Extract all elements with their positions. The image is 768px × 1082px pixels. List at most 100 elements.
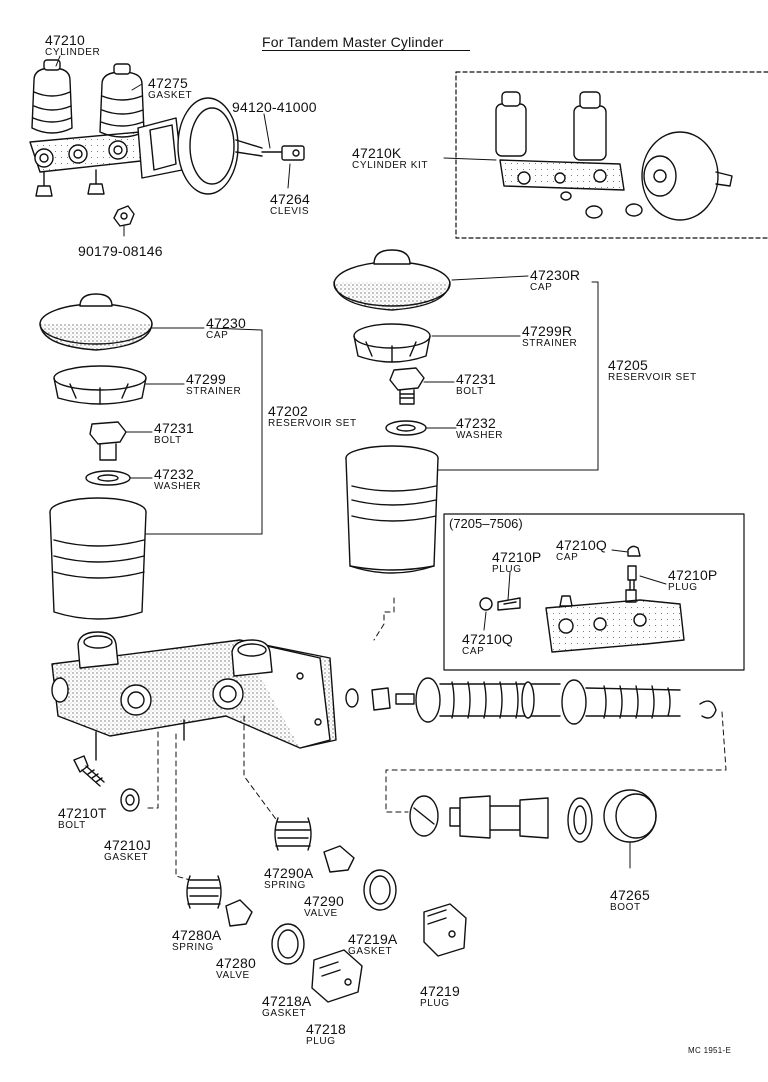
part-name: CAP bbox=[556, 552, 579, 563]
part-number: 47210P bbox=[492, 549, 542, 565]
part-number: 47231 bbox=[154, 420, 194, 436]
leader-lines bbox=[55, 55, 667, 869]
part-number: 47210Q bbox=[556, 537, 608, 553]
reservoir-set-47205-illustration bbox=[333, 249, 451, 574]
cylinder-kit-box bbox=[455, 71, 768, 239]
part-number: 47210 bbox=[45, 32, 85, 48]
part-name: GASKET bbox=[148, 90, 193, 101]
cylinder-body-illustration bbox=[51, 631, 337, 761]
part-name: GASKET bbox=[262, 1008, 307, 1019]
part-number: 47299 bbox=[186, 371, 226, 387]
callout-47205: 47205 RESERVOIR SET bbox=[608, 358, 697, 383]
callout-47232-left: 47232 WASHER bbox=[154, 467, 201, 492]
callout-47231-right: 47231 BOLT bbox=[456, 372, 496, 397]
cylinder-kit-illustration bbox=[495, 91, 733, 221]
part-name: RESERVOIR SET bbox=[608, 372, 697, 383]
part-number: 47210K bbox=[352, 145, 402, 161]
figure-code: MC 1951-E bbox=[688, 1046, 732, 1055]
part-name: SPRING bbox=[264, 880, 306, 891]
part-name: VALVE bbox=[304, 908, 338, 919]
callout-47202: 47202 RESERVOIR SET bbox=[268, 404, 357, 429]
part-number: 47290A bbox=[264, 865, 314, 881]
part-number: 90179-08146 bbox=[78, 243, 163, 259]
callout-47264: 47264 CLEVIS bbox=[270, 192, 310, 217]
part-name: STRAINER bbox=[186, 386, 242, 397]
part-name: PLUG bbox=[306, 1036, 336, 1047]
part-number: 47218A bbox=[262, 993, 312, 1009]
part-number: 47290 bbox=[304, 893, 344, 909]
callout-47275: 47275 GASKET bbox=[148, 76, 192, 101]
part-name: CAP bbox=[462, 646, 485, 657]
diagram-title: For Tandem Master Cylinder bbox=[262, 34, 444, 50]
callout-94120-41000: 94120-41000 bbox=[232, 100, 317, 114]
callout-47232-right: 47232 WASHER bbox=[456, 416, 503, 441]
callout-47219: 47219 PLUG bbox=[420, 984, 460, 1009]
part-name: CLEVIS bbox=[270, 206, 310, 217]
part-name: PLUG bbox=[420, 998, 450, 1009]
part-number: 47280 bbox=[216, 955, 256, 971]
reservoir-set-47202-illustration bbox=[39, 293, 153, 620]
callout-47210: 47210 CYLINDER bbox=[45, 33, 100, 58]
callout-47210T: 47210T BOLT bbox=[58, 806, 107, 831]
callout-90179-08146: 90179-08146 bbox=[78, 244, 163, 258]
dashed-leaders bbox=[145, 597, 727, 881]
part-number: 47218 bbox=[306, 1021, 346, 1037]
part-number: 47280A bbox=[172, 927, 222, 943]
part-number: 47205 bbox=[608, 357, 648, 373]
part-number: 47232 bbox=[456, 415, 496, 431]
part-number: 47230 bbox=[206, 315, 246, 331]
part-number: 47275 bbox=[148, 75, 188, 91]
part-name: RESERVOIR SET bbox=[268, 418, 357, 429]
part-name: WASHER bbox=[154, 481, 202, 492]
part-number: 47264 bbox=[270, 191, 310, 207]
callout-47210K: 47210K CYLINDER KIT bbox=[352, 146, 428, 171]
callout-47210Q-top: 47210Q CAP bbox=[556, 538, 607, 563]
part-number: 47232 bbox=[154, 466, 194, 482]
part-name: CAP bbox=[530, 282, 553, 293]
part-name: STRAINER bbox=[522, 338, 578, 349]
callout-47210P-left: 47210P PLUG bbox=[492, 550, 541, 575]
part-name: BOOT bbox=[610, 902, 641, 913]
callout-47299: 47299 STRAINER bbox=[186, 372, 241, 397]
part-name: PLUG bbox=[492, 564, 522, 575]
part-name: SPRING bbox=[172, 942, 214, 953]
variant-cylinder-illustration bbox=[479, 545, 685, 653]
callout-47219A: 47219A GASKET bbox=[348, 932, 397, 957]
small-parts-illustration bbox=[73, 755, 467, 1003]
part-number: 94120-41000 bbox=[232, 99, 317, 115]
part-number: 47299R bbox=[522, 323, 573, 339]
piston-train-illustration bbox=[345, 677, 717, 843]
part-name: GASKET bbox=[348, 946, 393, 957]
part-name: BOLT bbox=[58, 820, 86, 831]
callout-47231-left: 47231 BOLT bbox=[154, 421, 194, 446]
callout-47290A: 47290A SPRING bbox=[264, 866, 313, 891]
callout-47280A: 47280A SPRING bbox=[172, 928, 221, 953]
part-number: 47210Q bbox=[462, 631, 514, 647]
part-number: 47202 bbox=[268, 403, 308, 419]
part-number: 47210P bbox=[668, 567, 718, 583]
callout-47218: 47218 PLUG bbox=[306, 1022, 346, 1047]
part-name: WASHER bbox=[456, 430, 504, 441]
callout-47265: 47265 BOOT bbox=[610, 888, 650, 913]
callout-47210P-right: 47210P PLUG bbox=[668, 568, 717, 593]
callout-47218A: 47218A GASKET bbox=[262, 994, 311, 1019]
part-name: CYLINDER KIT bbox=[352, 160, 429, 171]
part-number: 47231 bbox=[456, 371, 496, 387]
part-name: GASKET bbox=[104, 852, 149, 863]
callout-47299R: 47299R STRAINER bbox=[522, 324, 577, 349]
part-name: BOLT bbox=[154, 435, 182, 446]
part-number: 47265 bbox=[610, 887, 650, 903]
callout-47210J: 47210J GASKET bbox=[104, 838, 151, 863]
part-number: 47230R bbox=[530, 267, 581, 283]
part-name: BOLT bbox=[456, 386, 484, 397]
part-name: PLUG bbox=[668, 582, 698, 593]
date-range-code: (7205–7506) bbox=[449, 516, 523, 531]
part-name: CAP bbox=[206, 330, 229, 341]
callout-47230: 47230 CAP bbox=[206, 316, 246, 341]
title-underline bbox=[262, 50, 470, 51]
part-number: 47219A bbox=[348, 931, 398, 947]
part-number: 47210T bbox=[58, 805, 107, 821]
callout-47280: 47280 VALVE bbox=[216, 956, 256, 981]
variant-box bbox=[443, 513, 745, 671]
